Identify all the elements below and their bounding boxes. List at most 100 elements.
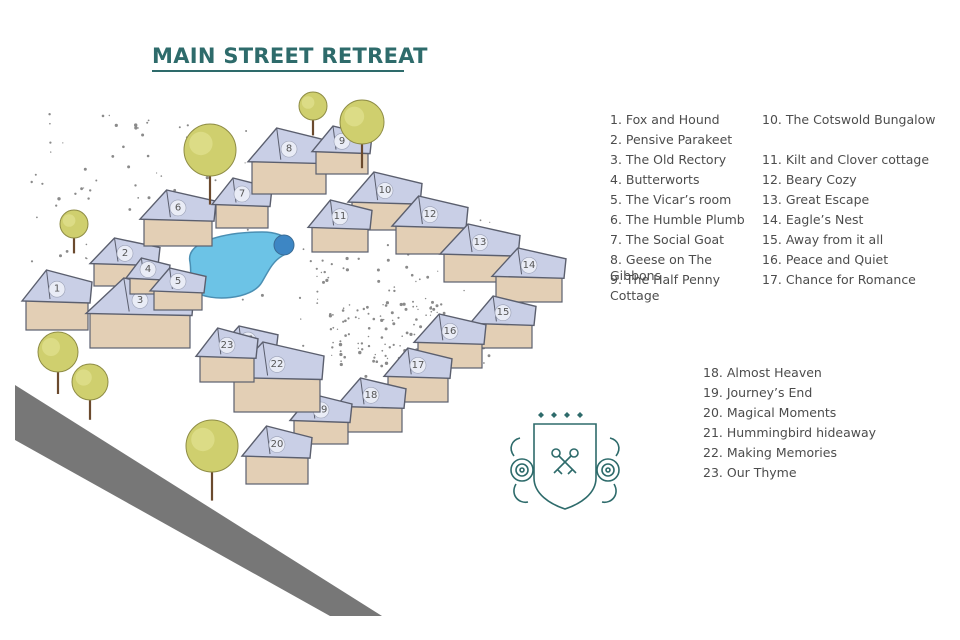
gravel-dot bbox=[404, 307, 408, 311]
gravel-dot bbox=[357, 342, 360, 345]
gravel-dot bbox=[416, 305, 418, 308]
tree-icon bbox=[59, 209, 89, 254]
legend-item: 12. Beary Cozy bbox=[762, 172, 857, 187]
gravel-dot bbox=[342, 320, 345, 323]
gravel-dot bbox=[360, 342, 364, 345]
gravel-dot bbox=[386, 357, 389, 360]
gravel-dot bbox=[134, 184, 137, 187]
gravel-dot bbox=[89, 189, 92, 192]
gravel-dot bbox=[316, 275, 318, 278]
gravel-dot bbox=[260, 293, 264, 297]
gravel-dot bbox=[399, 345, 401, 347]
legend-item: 10. The Cotswold Bungalow bbox=[762, 112, 936, 127]
legend-item: 18. Almost Heaven bbox=[703, 365, 822, 380]
page-title: MAIN STREET RETREAT bbox=[152, 44, 428, 68]
cottage-1: 1 bbox=[20, 269, 93, 331]
cottage-number: 20 bbox=[271, 439, 284, 450]
gravel-dot bbox=[358, 317, 360, 320]
gravel-dot bbox=[357, 257, 360, 260]
gravel-dot bbox=[141, 133, 145, 137]
cottage-number: 10 bbox=[379, 185, 392, 196]
gravel-dot bbox=[367, 335, 370, 338]
gravel-dot bbox=[375, 360, 379, 364]
cottage-11: 11 bbox=[306, 199, 373, 253]
cottage-number: 22 bbox=[271, 359, 284, 370]
gravel-dot bbox=[386, 244, 389, 247]
gravel-dot bbox=[381, 349, 384, 352]
legend-item: 13. Great Escape bbox=[762, 192, 870, 207]
gravel-dot bbox=[384, 327, 388, 331]
gravel-dot bbox=[317, 298, 319, 300]
gravel-dot bbox=[415, 318, 418, 321]
gravel-dot bbox=[384, 343, 386, 346]
cottage-13: 13 bbox=[438, 223, 521, 283]
gravel-dot bbox=[245, 130, 248, 132]
gravel-dot bbox=[347, 333, 350, 336]
gravel-dot bbox=[41, 182, 44, 185]
gravel-dot bbox=[316, 302, 319, 304]
legend-item: 3. The Old Rectory bbox=[610, 152, 727, 167]
hot-tub bbox=[273, 234, 295, 256]
legend-item: 15. Away from it all bbox=[762, 232, 884, 247]
gravel-dot bbox=[316, 290, 319, 293]
gravel-dot bbox=[384, 361, 389, 365]
gravel-dot bbox=[332, 314, 334, 316]
gravel-dot bbox=[302, 344, 305, 347]
gravel-dot bbox=[85, 257, 87, 259]
gravel-dot bbox=[373, 356, 376, 359]
gravel-dot bbox=[95, 179, 98, 182]
gravel-dot bbox=[440, 303, 443, 306]
gravel-dot bbox=[418, 278, 421, 281]
gravel-dot bbox=[320, 271, 323, 274]
cottage-5: 5 bbox=[148, 267, 207, 311]
cottage-number: 15 bbox=[497, 307, 510, 318]
gravel-dot bbox=[377, 279, 381, 283]
cottage-19: 19 bbox=[288, 393, 353, 445]
gravel-dot bbox=[83, 187, 85, 189]
gravel-dot bbox=[417, 308, 419, 311]
crest-icon bbox=[510, 412, 620, 510]
cottage-23: 23 bbox=[194, 327, 259, 383]
gravel-dot bbox=[384, 304, 388, 307]
gravel-dot bbox=[388, 289, 391, 292]
cottage-number: 19 bbox=[315, 405, 328, 416]
gravel-dot bbox=[345, 256, 349, 261]
gravel-dot bbox=[328, 314, 332, 318]
gravel-dot bbox=[85, 243, 88, 246]
gravel-dot bbox=[367, 344, 371, 348]
gravel-dot bbox=[340, 360, 342, 363]
cottage-number: 11 bbox=[334, 211, 347, 222]
cottage-8: 8 bbox=[246, 127, 331, 195]
gravel-dot bbox=[34, 173, 37, 176]
cottage-number: 1 bbox=[54, 284, 60, 295]
gravel-dot bbox=[393, 289, 396, 293]
gravel-dot bbox=[401, 335, 404, 338]
gravel-dot bbox=[442, 311, 446, 315]
gravel-dot bbox=[111, 155, 115, 158]
gravel-dot bbox=[114, 123, 118, 127]
gravel-dot bbox=[424, 297, 427, 300]
legend-item: 22. Making Memories bbox=[703, 445, 837, 460]
gravel-dot bbox=[429, 314, 432, 316]
gravel-dot bbox=[327, 276, 330, 279]
gravel-dot bbox=[354, 316, 357, 319]
gravel-dot bbox=[330, 263, 333, 266]
legend-item: 16. Peace and Quiet bbox=[762, 252, 889, 267]
gravel-dot bbox=[49, 122, 51, 125]
cottage-6: 6 bbox=[138, 189, 217, 247]
gravel-dot bbox=[385, 301, 389, 305]
cottage-number: 3 bbox=[137, 295, 143, 306]
gravel-dot bbox=[391, 319, 394, 322]
gravel-dot bbox=[36, 216, 38, 219]
gravel-dot bbox=[48, 113, 51, 116]
gravel-dot bbox=[379, 315, 382, 317]
gravel-dot bbox=[178, 126, 181, 129]
gravel-dot bbox=[339, 340, 342, 343]
gravel-dot bbox=[380, 318, 384, 322]
gravel-dot bbox=[380, 364, 384, 368]
gravel-dot bbox=[156, 172, 158, 174]
gravel-dot bbox=[30, 180, 33, 184]
gravel-dot bbox=[388, 346, 391, 349]
legend-item: 1. Fox and Hound bbox=[610, 112, 720, 127]
gravel-dot bbox=[348, 304, 351, 306]
